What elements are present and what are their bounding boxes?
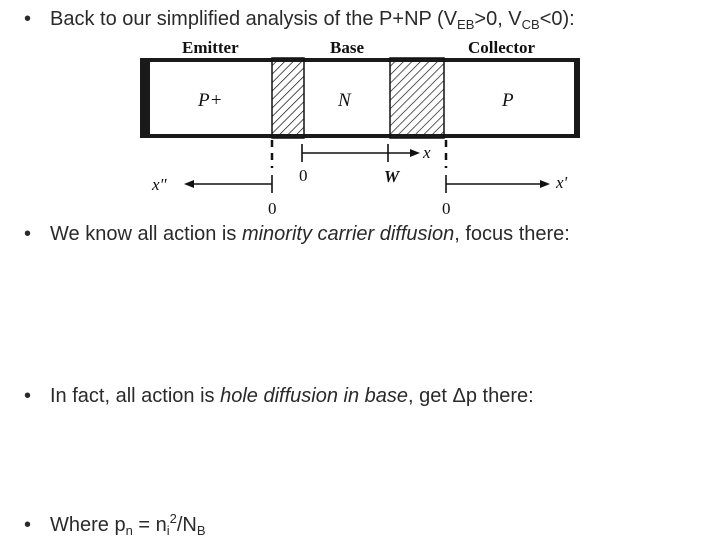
bullet-text: /N bbox=[176, 514, 197, 536]
bullet-pn-formula: • Where pn = ni2/NB bbox=[24, 507, 206, 543]
bullet-text: We know all action is bbox=[50, 223, 242, 245]
emitter-doping-label: P+ bbox=[197, 90, 222, 111]
subscript-eb: EB bbox=[457, 17, 475, 32]
device-body bbox=[150, 62, 574, 134]
bullet-emphasis: minority carrier diffusion bbox=[241, 223, 455, 245]
bullet-marker: • bbox=[24, 223, 32, 245]
subscript-i: i bbox=[166, 523, 170, 538]
collector-origin-label: 0 bbox=[442, 199, 451, 218]
collector-label: Collector bbox=[468, 38, 535, 57]
bullet-marker: • bbox=[24, 385, 32, 407]
x-axis-arrowhead bbox=[410, 149, 420, 157]
eb-depletion-region bbox=[271, 57, 305, 139]
pnp-transistor-diagram: Emitter Base Collector P+ N P x 0 W x" 0… bbox=[140, 38, 580, 218]
superscript-2: 2 bbox=[169, 511, 177, 526]
bullet-text: In fact, all action is bbox=[50, 385, 221, 407]
bullet-text: = n bbox=[132, 514, 167, 536]
bullet-minority-carrier-diffusion: • We know all action is minority carrier … bbox=[24, 222, 570, 246]
subscript-n: n bbox=[125, 523, 133, 538]
x-double-prime-arrowhead bbox=[184, 180, 194, 188]
bullet-text: , focus there: bbox=[454, 223, 570, 245]
x-double-prime-label: x" bbox=[151, 175, 168, 194]
bullet-simplified-analysis: • Back to our simplified analysis of the … bbox=[24, 7, 575, 37]
subscript-cb: CB bbox=[521, 17, 540, 32]
base-doping-label: N bbox=[337, 90, 352, 111]
x-prime-label: x' bbox=[555, 173, 568, 192]
bullet-emphasis: hole diffusion in base bbox=[220, 385, 408, 407]
bullet-text: Back to our simplified analysis of the P… bbox=[50, 8, 458, 30]
x-axis-label: x bbox=[422, 143, 431, 162]
bullet-marker: • bbox=[24, 514, 32, 536]
base-origin-label: 0 bbox=[299, 166, 308, 185]
bullet-text: >0, V bbox=[474, 8, 522, 30]
bullet-hole-diffusion: • In fact, all action is hole diffusion i… bbox=[24, 384, 534, 408]
emitter-label: Emitter bbox=[182, 38, 239, 57]
base-width-label: W bbox=[384, 167, 401, 186]
base-label: Base bbox=[330, 38, 364, 57]
bullet-text: , get Δp there: bbox=[408, 385, 534, 407]
bullet-text: Where p bbox=[50, 514, 126, 536]
x-prime-arrowhead bbox=[540, 180, 550, 188]
bullet-marker: • bbox=[24, 8, 32, 30]
collector-doping-label: P bbox=[501, 90, 514, 111]
subscript-b: B bbox=[196, 523, 206, 538]
cb-depletion-region bbox=[389, 57, 445, 139]
bullet-text: <0): bbox=[539, 8, 575, 30]
emitter-origin-label: 0 bbox=[268, 199, 277, 218]
